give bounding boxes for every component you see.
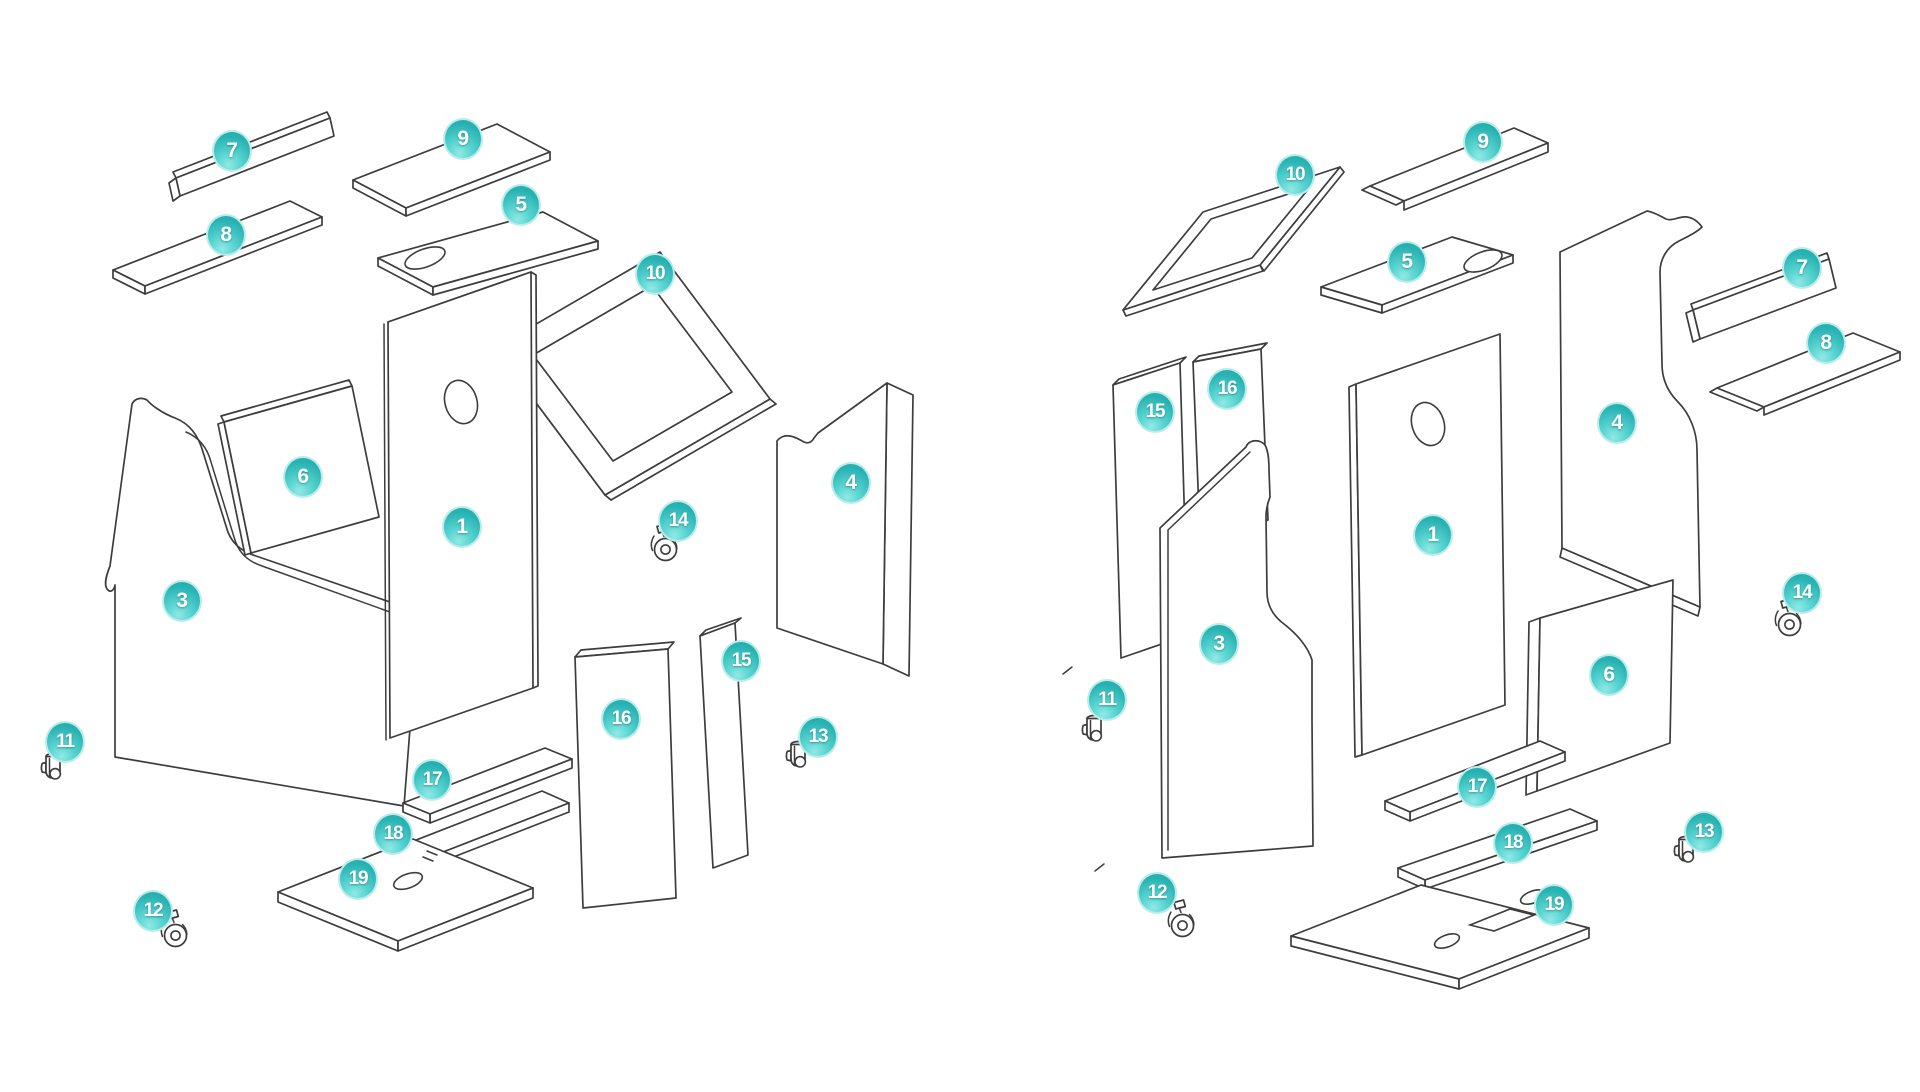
part-7-marquee-rail bbox=[168, 111, 335, 202]
view-left bbox=[104, 111, 914, 952]
part-15-side-strip bbox=[699, 617, 749, 869]
tick-marks-layer bbox=[1062, 666, 1105, 872]
part-badge-right-16: 16 bbox=[1207, 368, 1247, 410]
part-badge-left-16: 16 bbox=[601, 698, 641, 740]
tick-mark-1 bbox=[1094, 863, 1105, 872]
part-16-inner-panel bbox=[574, 641, 677, 909]
part-badge-right-3: 3 bbox=[1199, 623, 1239, 665]
part-badge-left-18: 18 bbox=[373, 813, 413, 855]
part-badge-left-3: 3 bbox=[162, 580, 202, 622]
part-badge-left-8: 8 bbox=[206, 214, 246, 256]
part-badge-left-12: 12 bbox=[133, 890, 173, 932]
part-badge-right-6: 6 bbox=[1589, 654, 1629, 696]
part-badge-right-11: 11 bbox=[1087, 679, 1127, 721]
part-badge-right-1: 1 bbox=[1413, 514, 1453, 556]
part-badge-left-7: 7 bbox=[212, 130, 252, 172]
part-5-control-plate bbox=[377, 211, 599, 296]
part-19-base-board bbox=[277, 838, 534, 952]
part-badge-left-19: 19 bbox=[338, 858, 378, 900]
part-badge-left-11: 11 bbox=[45, 721, 85, 763]
part-badge-right-15: 15 bbox=[1135, 391, 1175, 433]
part-badge-right-5: 5 bbox=[1387, 241, 1427, 283]
part-9-top-board bbox=[1361, 127, 1549, 211]
part-badge-left-1: 1 bbox=[442, 506, 482, 548]
part-badge-left-5: 5 bbox=[501, 184, 541, 226]
part-badge-left-14: 14 bbox=[658, 500, 698, 542]
part-badge-left-17: 17 bbox=[412, 759, 452, 801]
part-badge-right-14: 14 bbox=[1782, 572, 1822, 614]
part-badge-right-19: 19 bbox=[1534, 884, 1574, 926]
part-1-front-door-panel bbox=[383, 271, 539, 741]
part-badge-right-13: 13 bbox=[1684, 811, 1724, 853]
tick-mark-0 bbox=[1062, 666, 1073, 675]
part-10-screen-bezel bbox=[1122, 166, 1345, 317]
part-badge-right-7: 7 bbox=[1782, 247, 1822, 289]
part-badge-right-18: 18 bbox=[1493, 822, 1533, 864]
part-19-base-board bbox=[1290, 884, 1590, 990]
part-badge-left-9: 9 bbox=[443, 118, 483, 160]
part-badge-right-4: 4 bbox=[1597, 402, 1637, 444]
part-badge-right-12: 12 bbox=[1137, 872, 1177, 914]
part-badge-right-10: 10 bbox=[1275, 154, 1315, 196]
part-badge-left-6: 6 bbox=[283, 456, 323, 498]
part-badge-right-8: 8 bbox=[1806, 322, 1846, 364]
part-badge-right-9: 9 bbox=[1463, 121, 1503, 163]
part-badge-left-15: 15 bbox=[721, 640, 761, 682]
part-badge-right-17: 17 bbox=[1457, 766, 1497, 808]
part-badge-left-10: 10 bbox=[635, 253, 675, 295]
part-4-side-panel bbox=[776, 382, 914, 677]
part-badge-left-13: 13 bbox=[798, 716, 838, 758]
part-17-shelf bbox=[402, 747, 573, 824]
part-9-top-board bbox=[352, 123, 551, 217]
part-badge-left-4: 4 bbox=[831, 462, 871, 504]
part-3-side-panel bbox=[104, 397, 420, 807]
